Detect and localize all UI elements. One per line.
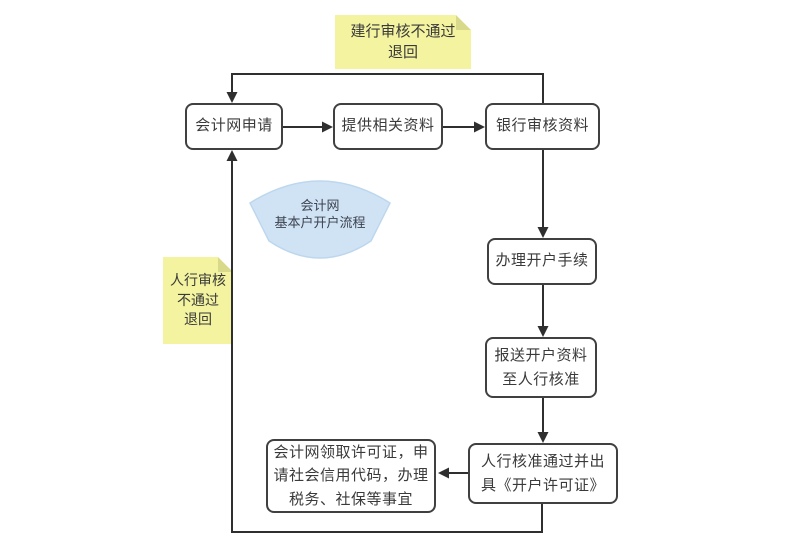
connector-apply-to-provide: [283, 121, 333, 133]
node-bank-review: 银行审核资料: [485, 103, 600, 150]
arrowhead-right-icon: [322, 121, 333, 133]
node-pboc-approve: 人行核准通过并出 具《开户许可证》: [468, 443, 618, 504]
connector-openaccount-to-submit: [537, 285, 549, 337]
note-cbc-reject-text: 建行审核不通过 退回: [350, 23, 456, 61]
note-pboc-reject: 人行审核 不通过 退回: [163, 257, 233, 344]
arrowhead-down-icon: [537, 432, 549, 443]
note-pboc-reject-text: 人行审核 不通过 退回: [170, 272, 226, 328]
node-open-account: 办理开户手续: [487, 238, 597, 285]
connector-provide-to-bankreview: [443, 121, 485, 133]
connector-cbc-reject-loop: [226, 73, 544, 103]
folded-corner-icon: [218, 257, 233, 272]
node-provide-materials: 提供相关资料: [333, 103, 443, 150]
arrowhead-left-icon: [438, 467, 449, 479]
arrowhead-down-icon: [537, 227, 549, 238]
folded-corner-icon: [456, 15, 471, 30]
connector-submit-to-approve: [537, 398, 549, 443]
node-collect-license: 会计网领取许可证，申 请社会信用代码，办理 税务、社保等事宜: [266, 439, 436, 513]
process-title: 会计网 基本户开户流程: [274, 198, 366, 230]
connector-bankreview-to-openaccount: [537, 150, 549, 238]
node-apply: 会计网申请: [185, 103, 283, 150]
arrowhead-up-icon: [226, 150, 238, 161]
arrowhead-down-icon: [537, 326, 549, 337]
arrowhead-down-icon: [226, 92, 238, 103]
note-cbc-reject: 建行审核不通过 退回: [335, 15, 471, 69]
arrowhead-right-icon: [474, 121, 485, 133]
connector-approve-to-license: [438, 467, 468, 479]
node-submit-pboc: 报送开户资料 至人行核准: [485, 337, 597, 398]
